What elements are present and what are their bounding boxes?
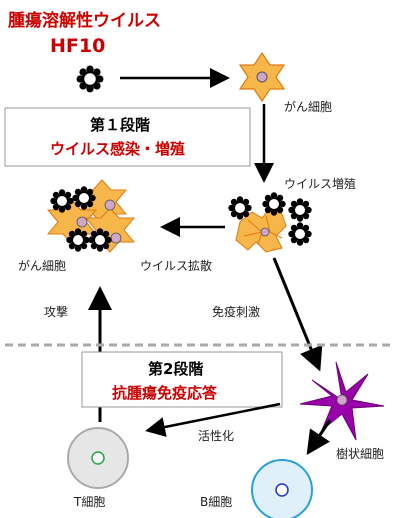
stage2-heading: 第2段階	[148, 360, 203, 378]
virus-icon	[49, 188, 75, 214]
virus-icon	[71, 185, 97, 211]
virus-icon	[261, 191, 287, 217]
t-cell-nucleus-icon	[91, 451, 105, 465]
title-line1: 腫瘍溶解性ウイルス	[8, 10, 161, 31]
activation-label: 活性化	[198, 429, 234, 443]
immune-stimulation-label: 免疫刺激	[212, 304, 260, 319]
stage2-box	[81, 351, 283, 408]
stage2-subtitle: 抗腫瘍免疫応答	[112, 384, 218, 402]
immune-stimulation-arrow	[272, 257, 323, 372]
cancer-cell-left-label: がん細胞	[18, 258, 66, 273]
title-line2: HF10	[50, 35, 105, 57]
b-cell-nucleus-icon	[275, 483, 289, 497]
virus-icon	[227, 195, 253, 221]
b-cell-arrow	[306, 419, 332, 455]
cancer-cell-top-label: がん細胞	[284, 99, 332, 114]
virus-proliferation-label: ウイルス増殖	[284, 176, 356, 191]
dendritic-cell-label: 樹状細胞	[336, 447, 384, 461]
activation-arrow	[145, 402, 281, 437]
virus-icon	[287, 197, 313, 223]
virus-icon	[87, 227, 113, 253]
stage1-subtitle: ウイルス感染・増殖	[50, 140, 185, 158]
virus-spread-label: ウイルス拡散	[140, 258, 212, 273]
stage1-heading: 第１段階	[90, 116, 150, 134]
b-cell-label: B細胞	[200, 495, 232, 509]
stage1-box	[4, 107, 251, 167]
dendritic-cell-icon	[299, 361, 385, 441]
burst-cancer-cell-icon	[235, 207, 287, 253]
t-cell-label: T細胞	[73, 495, 105, 509]
virus-icon	[287, 221, 313, 247]
hf10-virus-icon	[75, 64, 105, 94]
virus-icon	[65, 227, 91, 253]
cancer-cell-icon	[238, 51, 286, 103]
attack-label: 攻撃	[44, 304, 68, 319]
